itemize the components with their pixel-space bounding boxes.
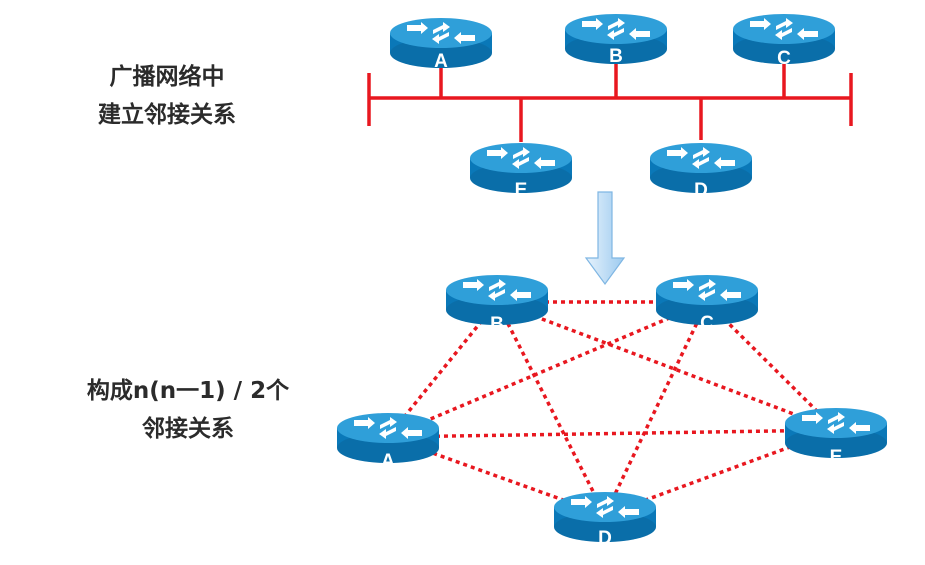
router-e-mesh: E — [785, 408, 887, 468]
formula-caption-line1: 构成n(n一1) / 2个 — [86, 378, 290, 404]
adjacency-a-e — [387, 428, 837, 439]
broadcast-bus — [367, 60, 853, 142]
adjacency-b-d — [495, 301, 607, 516]
formula-caption: 构成n(n一1) / 2个 邻接关系 — [58, 372, 318, 448]
broadcast-caption: 广播网络中 建立邻接关系 — [72, 58, 262, 134]
router-label: B — [609, 46, 623, 67]
router-label: E — [515, 180, 528, 201]
adjacency-b-e — [496, 300, 837, 432]
router-a-mesh: A — [337, 413, 439, 472]
router-e-top: E — [470, 143, 572, 201]
router-label: D — [694, 180, 708, 201]
router-a-top: A — [390, 18, 492, 72]
broadcast-caption-line1: 广播网络中 — [109, 64, 225, 90]
router-b-top: B — [565, 14, 667, 67]
router-label: E — [830, 447, 843, 468]
router-label: B — [490, 314, 504, 335]
adjacency-c-a — [387, 300, 708, 439]
router-label: C — [777, 48, 791, 69]
router-c-mesh: C — [656, 275, 758, 334]
router-label: C — [700, 313, 714, 334]
router-d-mesh: D — [554, 492, 656, 549]
router-b-mesh: B — [446, 275, 548, 335]
router-d-top: D — [650, 143, 752, 201]
router-label: D — [598, 528, 612, 549]
adjacency-mesh — [386, 300, 838, 517]
router-label: A — [381, 451, 395, 472]
down-arrow — [584, 191, 626, 286]
broadcast-caption-line2: 建立邻接关系 — [98, 102, 236, 128]
formula-caption-line2: 邻接关系 — [142, 416, 234, 442]
router-label: A — [434, 51, 448, 72]
router-c-top: C — [733, 14, 835, 69]
adjacency-c-e — [705, 300, 838, 432]
